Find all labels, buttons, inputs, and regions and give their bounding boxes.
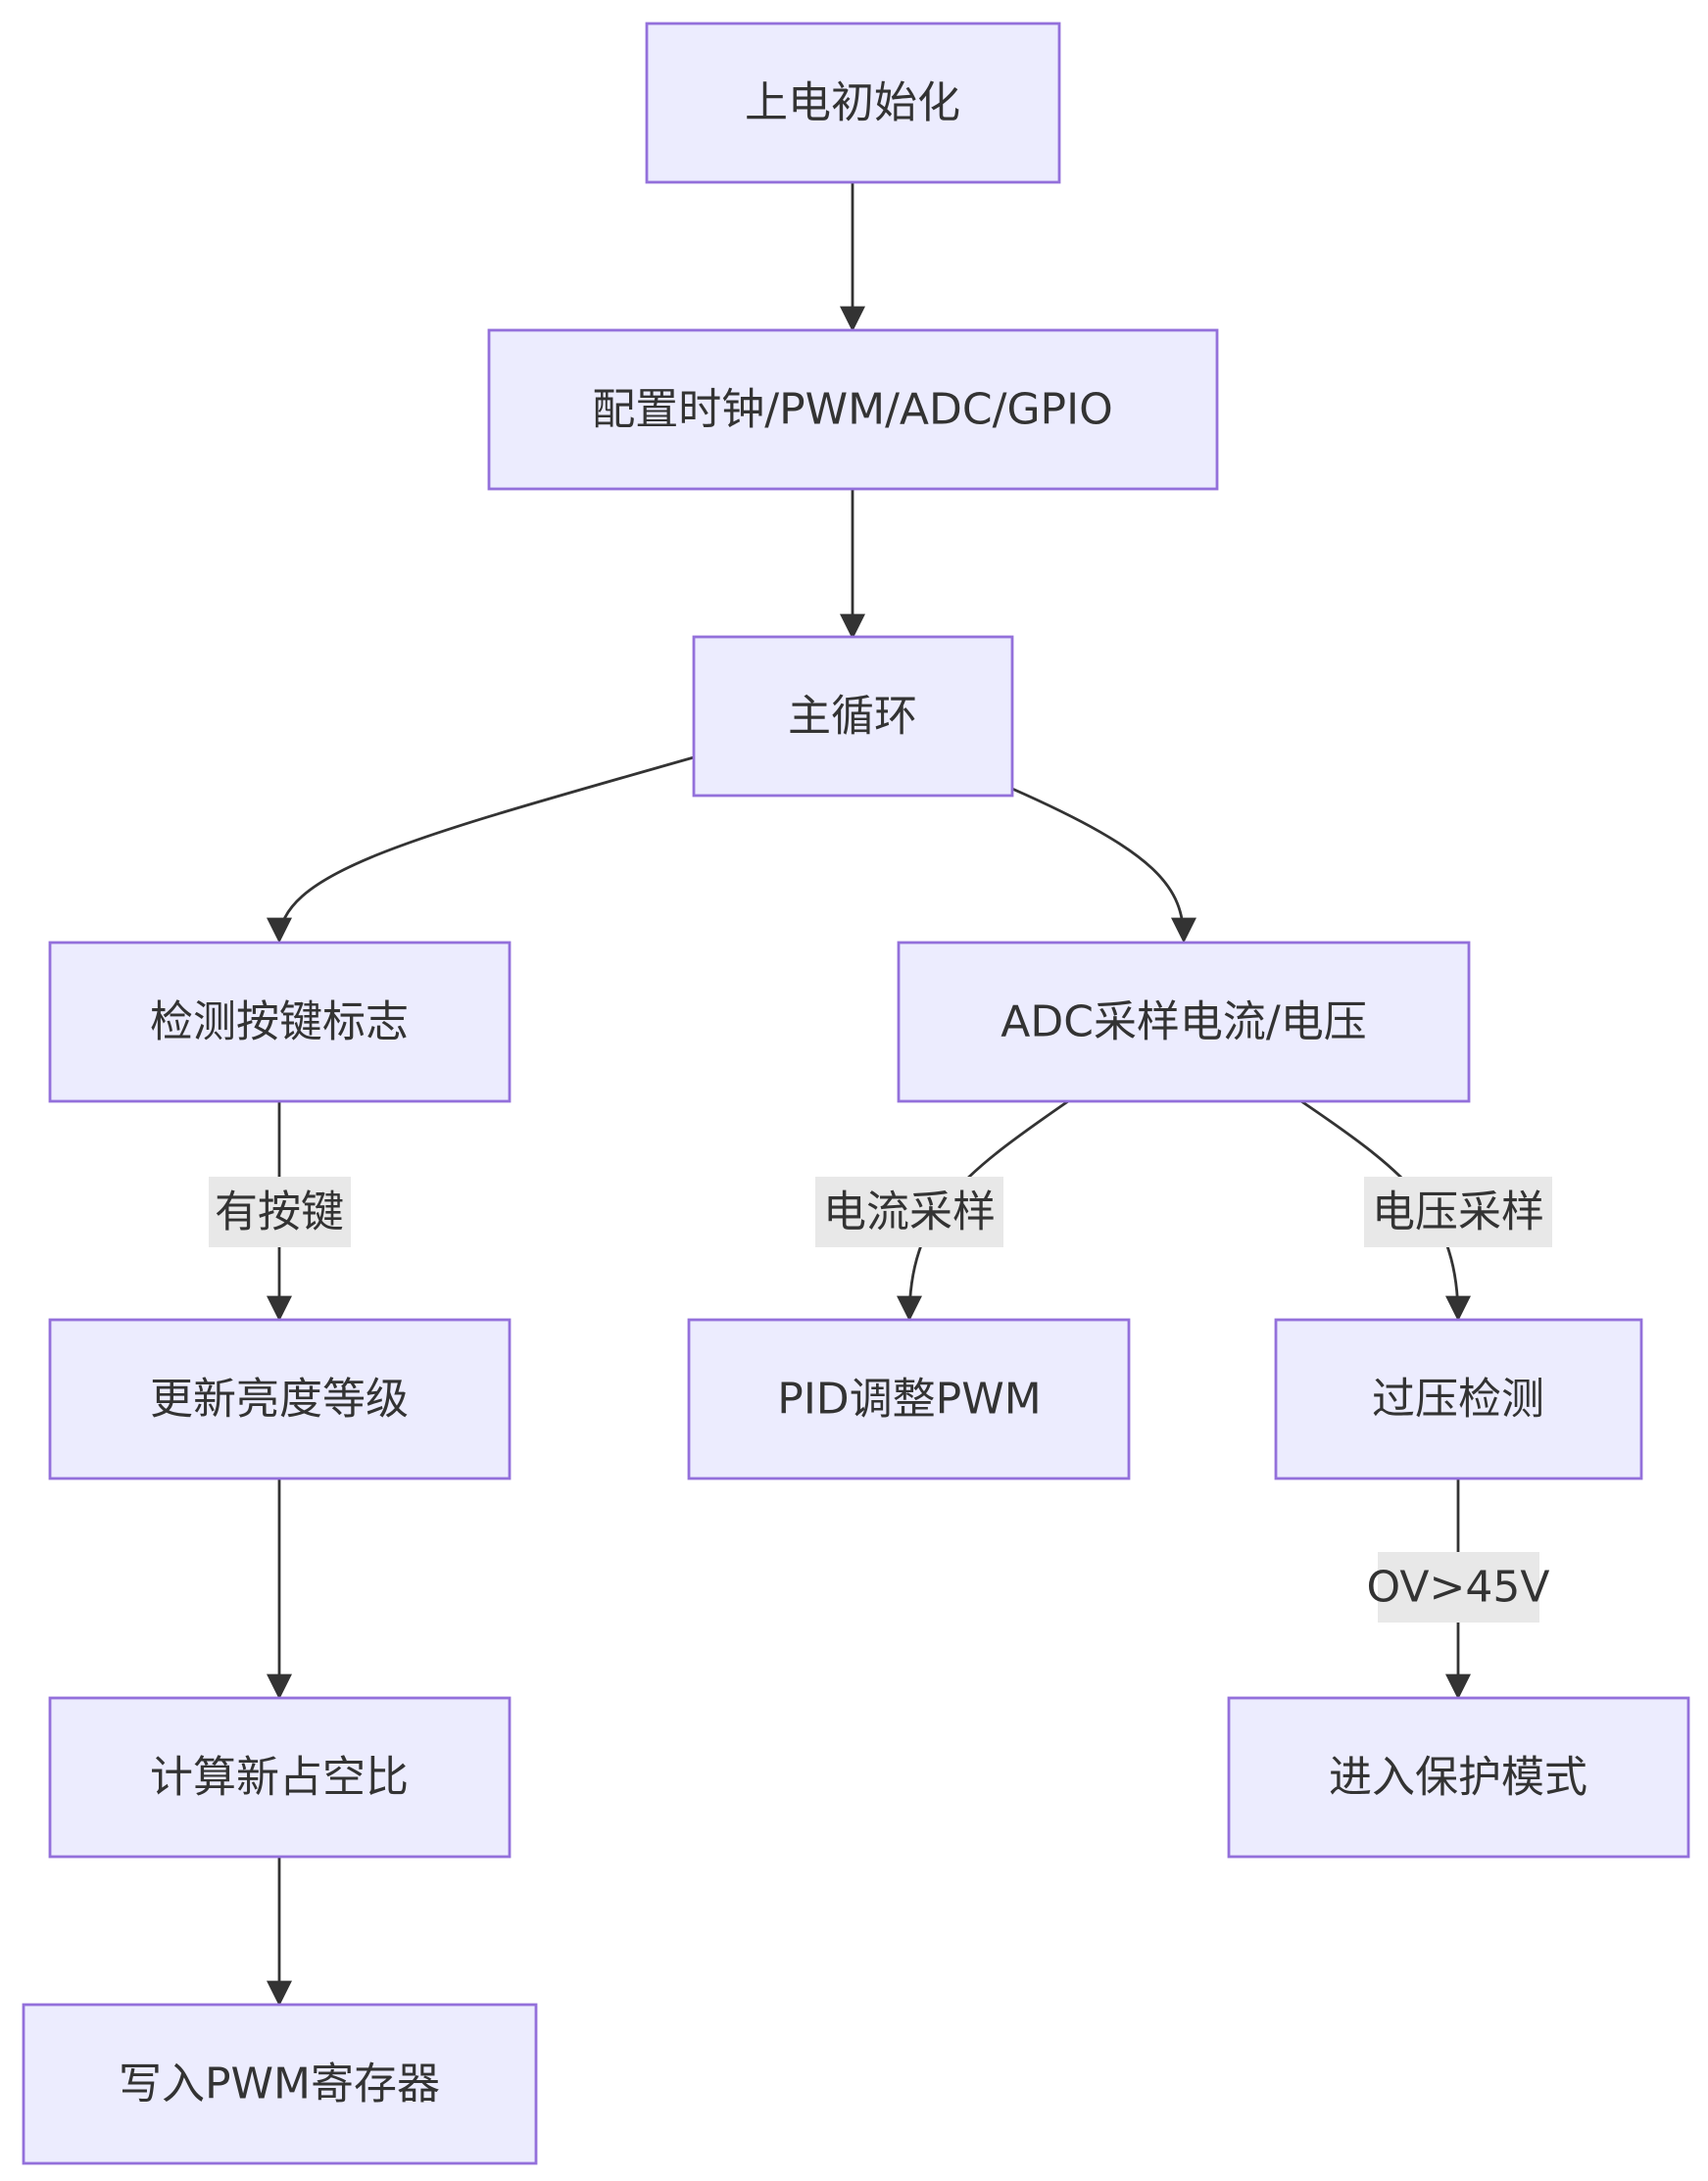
node-adc-sample-label: ADC采样电流/电压 [1000,997,1367,1047]
edge-mainloop-to-checkkey [267,755,695,944]
node-config-label: 配置时钟/PWM/ADC/GPIO [592,385,1112,435]
edge-label-ov-threshold: OV>45V [1367,1552,1550,1623]
node-config: 配置时钟/PWM/ADC/GPIO [487,328,1219,491]
node-calc-duty: 计算新占空比 [48,1696,512,1859]
edge-label-ov-threshold-text: OV>45V [1367,1563,1550,1613]
node-adc-sample: ADC采样电流/电压 [897,941,1471,1103]
edge-label-has-key-text: 有按键 [215,1187,344,1237]
edge-label-has-key: 有按键 [209,1177,351,1247]
node-main-loop-label: 主循环 [788,692,917,742]
node-calc-duty-label: 计算新占空比 [150,1753,409,1803]
node-write-pwm-label: 写入PWM寄存器 [119,2060,440,2109]
node-check-key: 检测按键标志 [48,941,512,1103]
node-protect-mode: 进入保护模式 [1227,1696,1690,1859]
node-update-brightness: 更新亮度等级 [48,1318,512,1480]
node-overvoltage-check-label: 过压检测 [1372,1375,1544,1425]
node-update-brightness-label: 更新亮度等级 [150,1375,409,1425]
edge-label-current-sample-text: 电流采样 [823,1187,996,1237]
node-check-key-label: 检测按键标志 [150,997,409,1047]
node-overvoltage-check: 过压检测 [1274,1318,1643,1480]
edge-label-voltage-sample: 电压采样 [1364,1177,1552,1247]
node-write-pwm: 写入PWM寄存器 [22,2003,538,2165]
edge-label-voltage-sample-text: 电压采样 [1372,1187,1544,1237]
edge-label-current-sample: 电流采样 [815,1177,1003,1247]
node-power-on: 上电初始化 [645,22,1061,184]
node-power-on-label: 上电初始化 [745,78,960,128]
edge-mainloop-to-adc [1011,787,1196,944]
node-main-loop: 主循环 [692,635,1014,798]
node-pid-adjust: PID调整PWM [687,1318,1131,1480]
node-pid-adjust-label: PID调整PWM [777,1375,1041,1425]
node-protect-mode-label: 进入保护模式 [1329,1753,1587,1803]
